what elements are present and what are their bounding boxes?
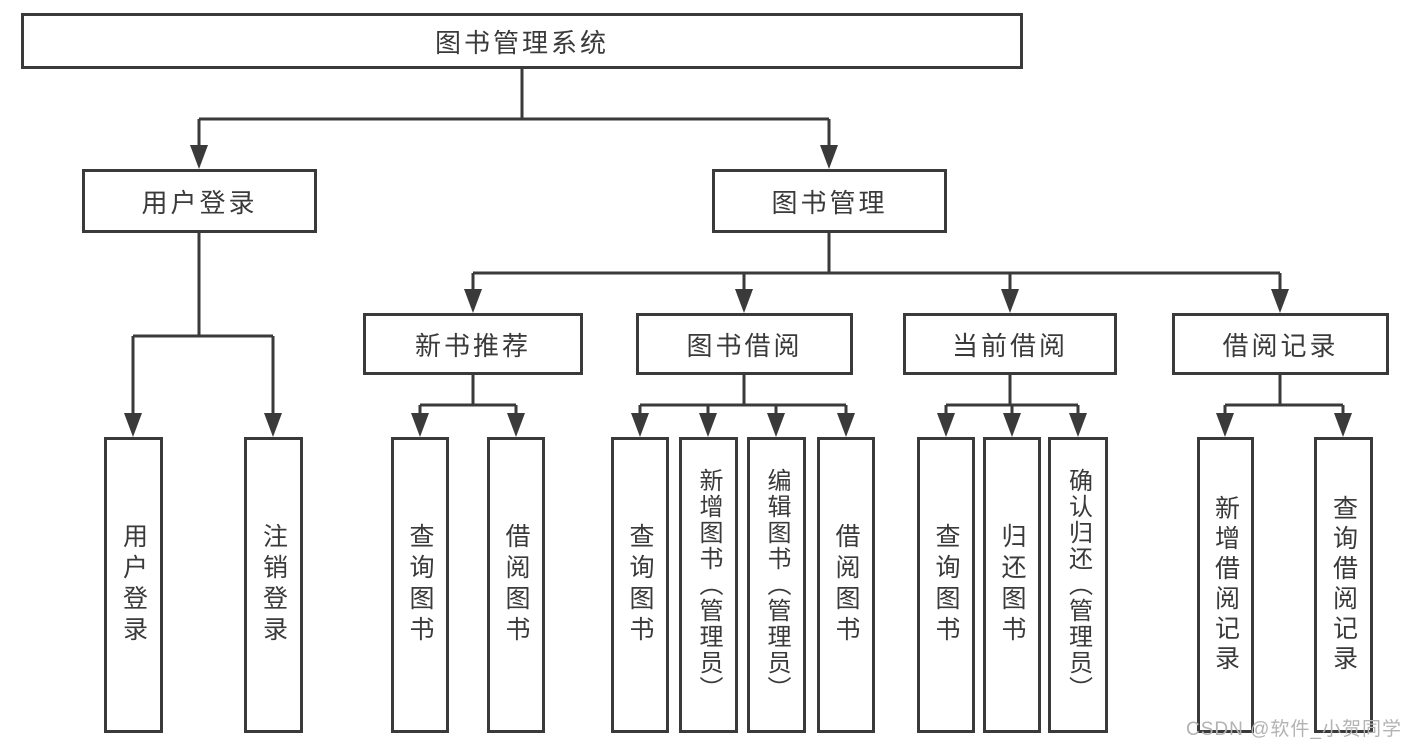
leaf-user-login: 用户登录 <box>104 437 163 733</box>
leaf-bb-edit-books-admin: 编辑图书（管理员） <box>747 437 806 733</box>
arrowhead-icon <box>699 413 717 437</box>
arrowhead-icon <box>820 145 838 169</box>
leaf-logout: 注销登录 <box>244 437 303 733</box>
leaf-bb-query-books: 查询图书 <box>611 437 669 733</box>
connector-user-login-to-leaves <box>124 233 282 437</box>
arrowhead-icon <box>937 413 955 437</box>
arrowhead-icon <box>411 413 429 437</box>
arrowhead-icon <box>464 289 482 313</box>
connector-root-to-branches <box>190 67 838 169</box>
leaf-bb-add-books-admin: 新增图书（管理员） <box>679 437 738 733</box>
arrowhead-icon <box>631 413 649 437</box>
leaf-cb-confirm-return-admin: 确认归还（管理员） <box>1048 437 1108 733</box>
leaf-br-query-borrow-record: 查询借阅记录 <box>1314 437 1373 733</box>
arrowhead-icon <box>735 289 753 313</box>
arrowhead-icon <box>264 413 282 437</box>
node-book-management: 图书管理 <box>712 169 947 233</box>
node-borrow-records: 借阅记录 <box>1172 313 1389 375</box>
arrowhead-icon <box>1069 413 1087 437</box>
arrowhead-icon <box>124 413 142 437</box>
node-new-book-recommend: 新书推荐 <box>363 313 583 375</box>
leaf-nbr-borrow-books: 借阅图书 <box>487 437 545 733</box>
leaf-br-add-borrow-record: 新增借阅记录 <box>1197 437 1254 733</box>
node-book-borrow: 图书借阅 <box>636 313 853 375</box>
arrowhead-icon <box>1334 413 1352 437</box>
leaf-bb-borrow-books: 借阅图书 <box>817 437 875 733</box>
arrowhead-icon <box>190 145 208 169</box>
node-current-borrow: 当前借阅 <box>903 313 1117 375</box>
connector-new-book-recommend-to-leaves <box>411 375 525 437</box>
leaf-cb-return-books: 归还图书 <box>983 437 1041 733</box>
arrowhead-icon <box>1271 289 1289 313</box>
arrowhead-icon <box>1001 289 1019 313</box>
connector-book-management-to-sections <box>464 233 1289 313</box>
arrowhead-icon <box>1216 413 1234 437</box>
watermark: CSDN @软件_小贺同学 <box>1186 719 1402 740</box>
arrowhead-icon <box>1003 413 1021 437</box>
node-library-system: 图书管理系统 <box>21 13 1023 69</box>
arrowhead-icon <box>507 413 525 437</box>
leaf-cb-query-books: 查询图书 <box>917 437 975 733</box>
connector-current-borrow-to-leaves <box>937 375 1087 437</box>
arrowhead-icon <box>837 413 855 437</box>
connector-borrow-records-to-leaves <box>1216 375 1352 437</box>
connector-book-borrow-to-leaves <box>631 375 855 437</box>
arrowhead-icon <box>767 413 785 437</box>
leaf-nbr-query-books: 查询图书 <box>391 437 449 733</box>
node-user-login: 用户登录 <box>82 169 317 233</box>
